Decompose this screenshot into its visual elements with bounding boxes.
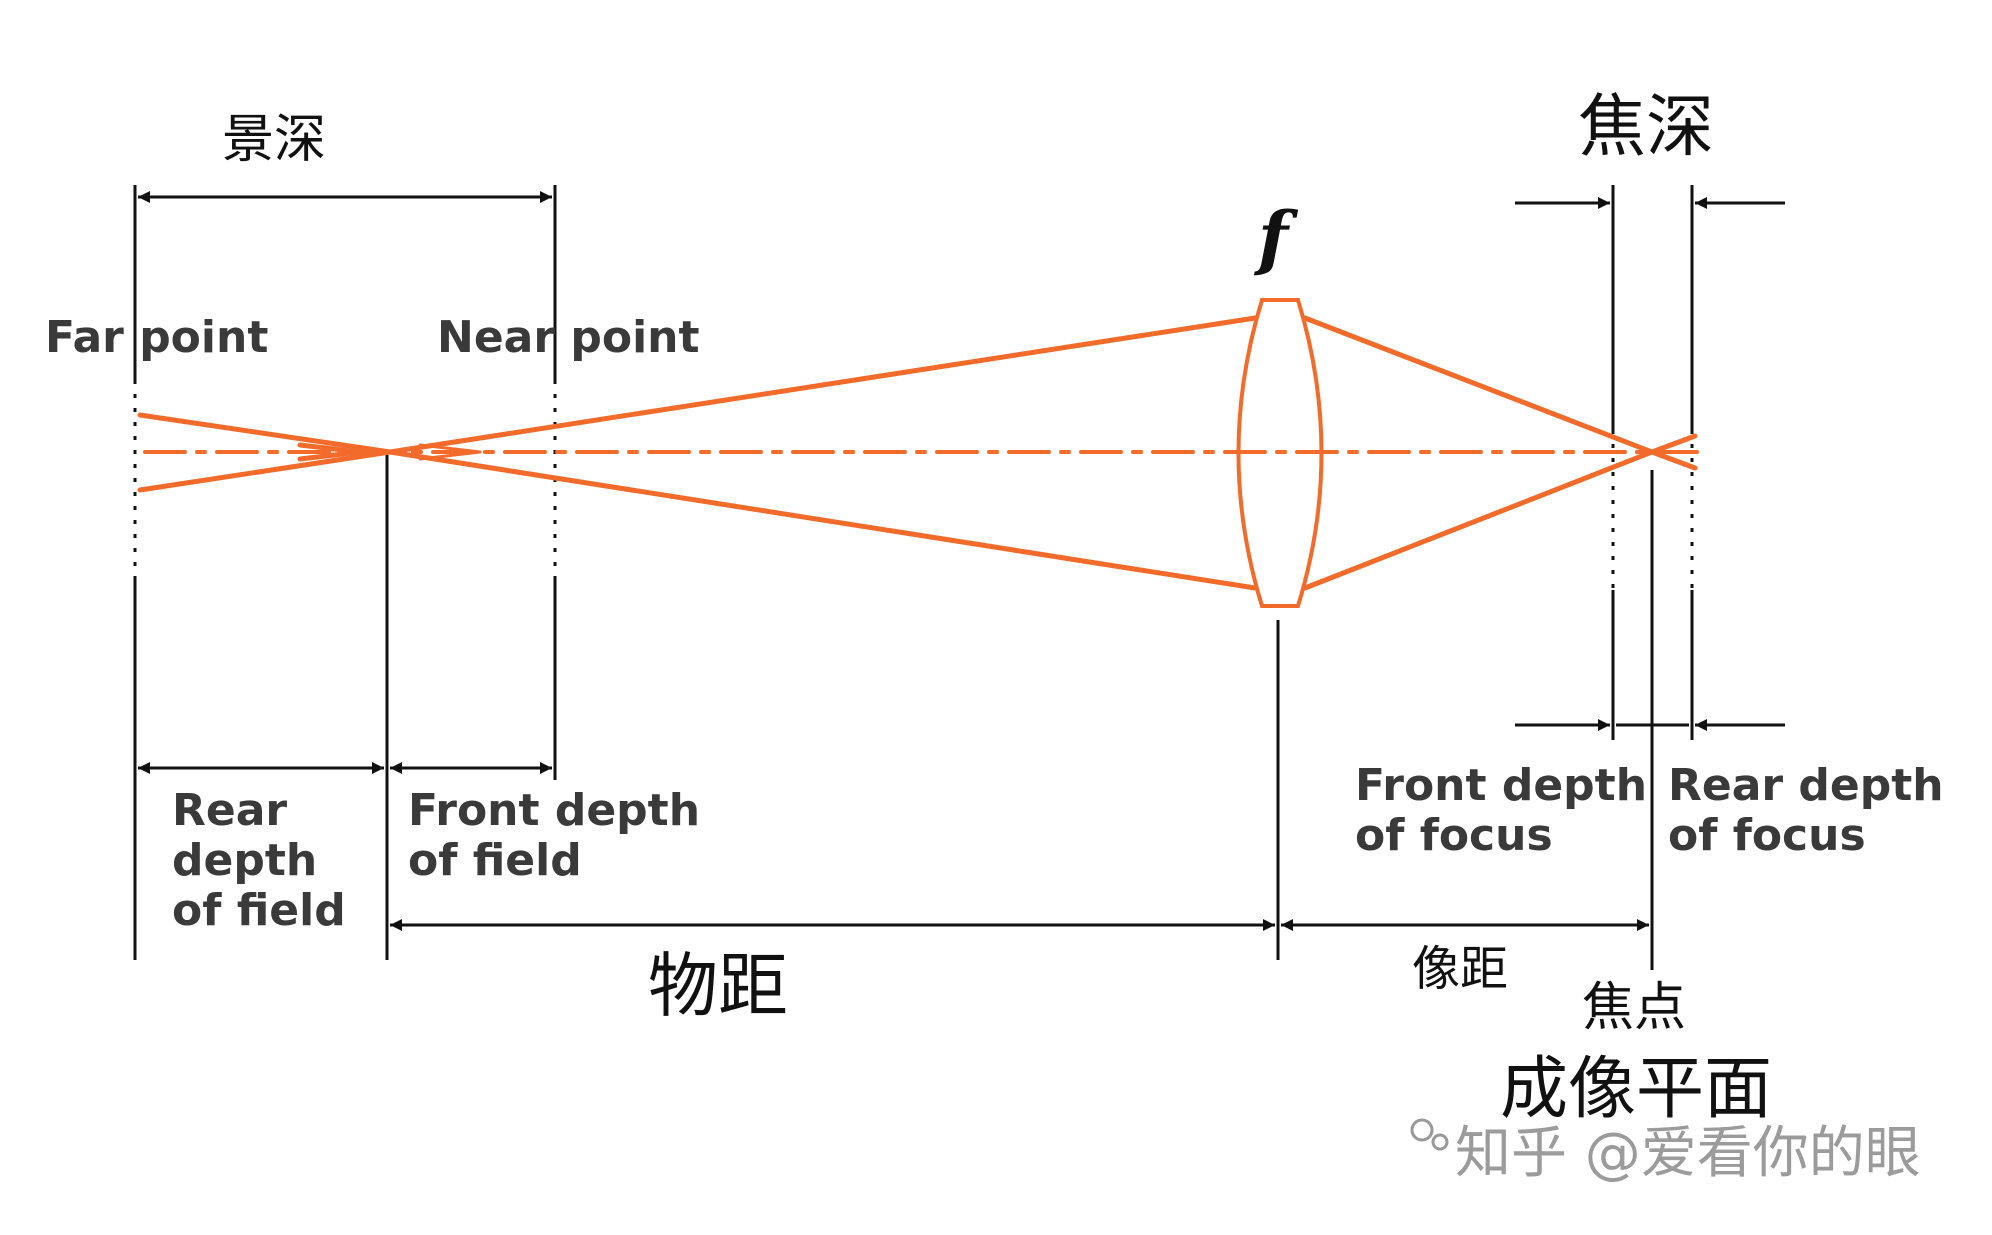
ray-near-b bbox=[297, 449, 363, 462]
vertical-reference-lines bbox=[133, 185, 1694, 970]
ray-upper-far bbox=[137, 412, 393, 455]
ray-upper-obj bbox=[387, 315, 1258, 455]
watermark-logo-dot-icon bbox=[1431, 1133, 1449, 1151]
watermark-text: 知乎 @爱看你的眼 bbox=[1455, 1121, 1921, 1186]
front-depth-of-field-label: Front depth of field bbox=[408, 785, 700, 886]
far-point-label: Far point bbox=[45, 312, 268, 363]
ray-lower-after bbox=[1649, 449, 1698, 471]
image-plane-cn-label: 成像平面 bbox=[1500, 1050, 1772, 1129]
rear-depth-of-focus-label: Rear depth of focus bbox=[1668, 760, 1944, 861]
ray-near-d bbox=[418, 450, 482, 461]
depth-of-field-cn-label: 景深 bbox=[222, 110, 326, 170]
watermark: 知乎 @爱看你的眼 bbox=[1410, 1118, 1921, 1186]
rear-dof-line-1: Rear bbox=[172, 785, 287, 836]
front-dof-line-1: Front depth bbox=[408, 785, 700, 836]
depth-of-focus-cn-label: 焦深 bbox=[1578, 88, 1714, 167]
focal-point-cn-label: 焦点 bbox=[1582, 978, 1686, 1038]
front-dofocus-line-2: of focus bbox=[1355, 810, 1553, 861]
front-dof-line-2: of field bbox=[408, 835, 582, 886]
ray-near-c bbox=[418, 443, 482, 454]
front-depth-of-focus-label: Front depth of focus bbox=[1355, 760, 1647, 861]
object-distance-cn-label: 物距 bbox=[648, 945, 788, 1027]
ray-upper-img bbox=[1302, 315, 1655, 455]
dimension-arrows bbox=[138, 191, 1785, 931]
ray-lower-far bbox=[137, 449, 393, 493]
lens bbox=[1236, 298, 1324, 608]
rear-dofocus-line-1: Rear depth bbox=[1668, 760, 1944, 811]
ray-upper-after bbox=[1649, 433, 1698, 455]
watermark-logo-icon bbox=[1410, 1118, 1434, 1142]
rear-dofocus-line-2: of focus bbox=[1668, 810, 1866, 861]
rear-dof-line-2: depth bbox=[172, 835, 317, 886]
rear-dof-line-3: of field bbox=[172, 885, 346, 936]
rear-depth-of-field-label: Rear depth of field bbox=[172, 785, 346, 936]
ray-lower-img bbox=[1302, 449, 1655, 591]
ray-lower-obj bbox=[387, 449, 1258, 591]
light-rays bbox=[137, 298, 1702, 608]
focal-symbol: f bbox=[1253, 196, 1299, 279]
front-dofocus-line-1: Front depth bbox=[1355, 760, 1647, 811]
near-point-label: Near point bbox=[437, 312, 700, 363]
image-distance-cn-label: 像距 bbox=[1412, 941, 1508, 997]
